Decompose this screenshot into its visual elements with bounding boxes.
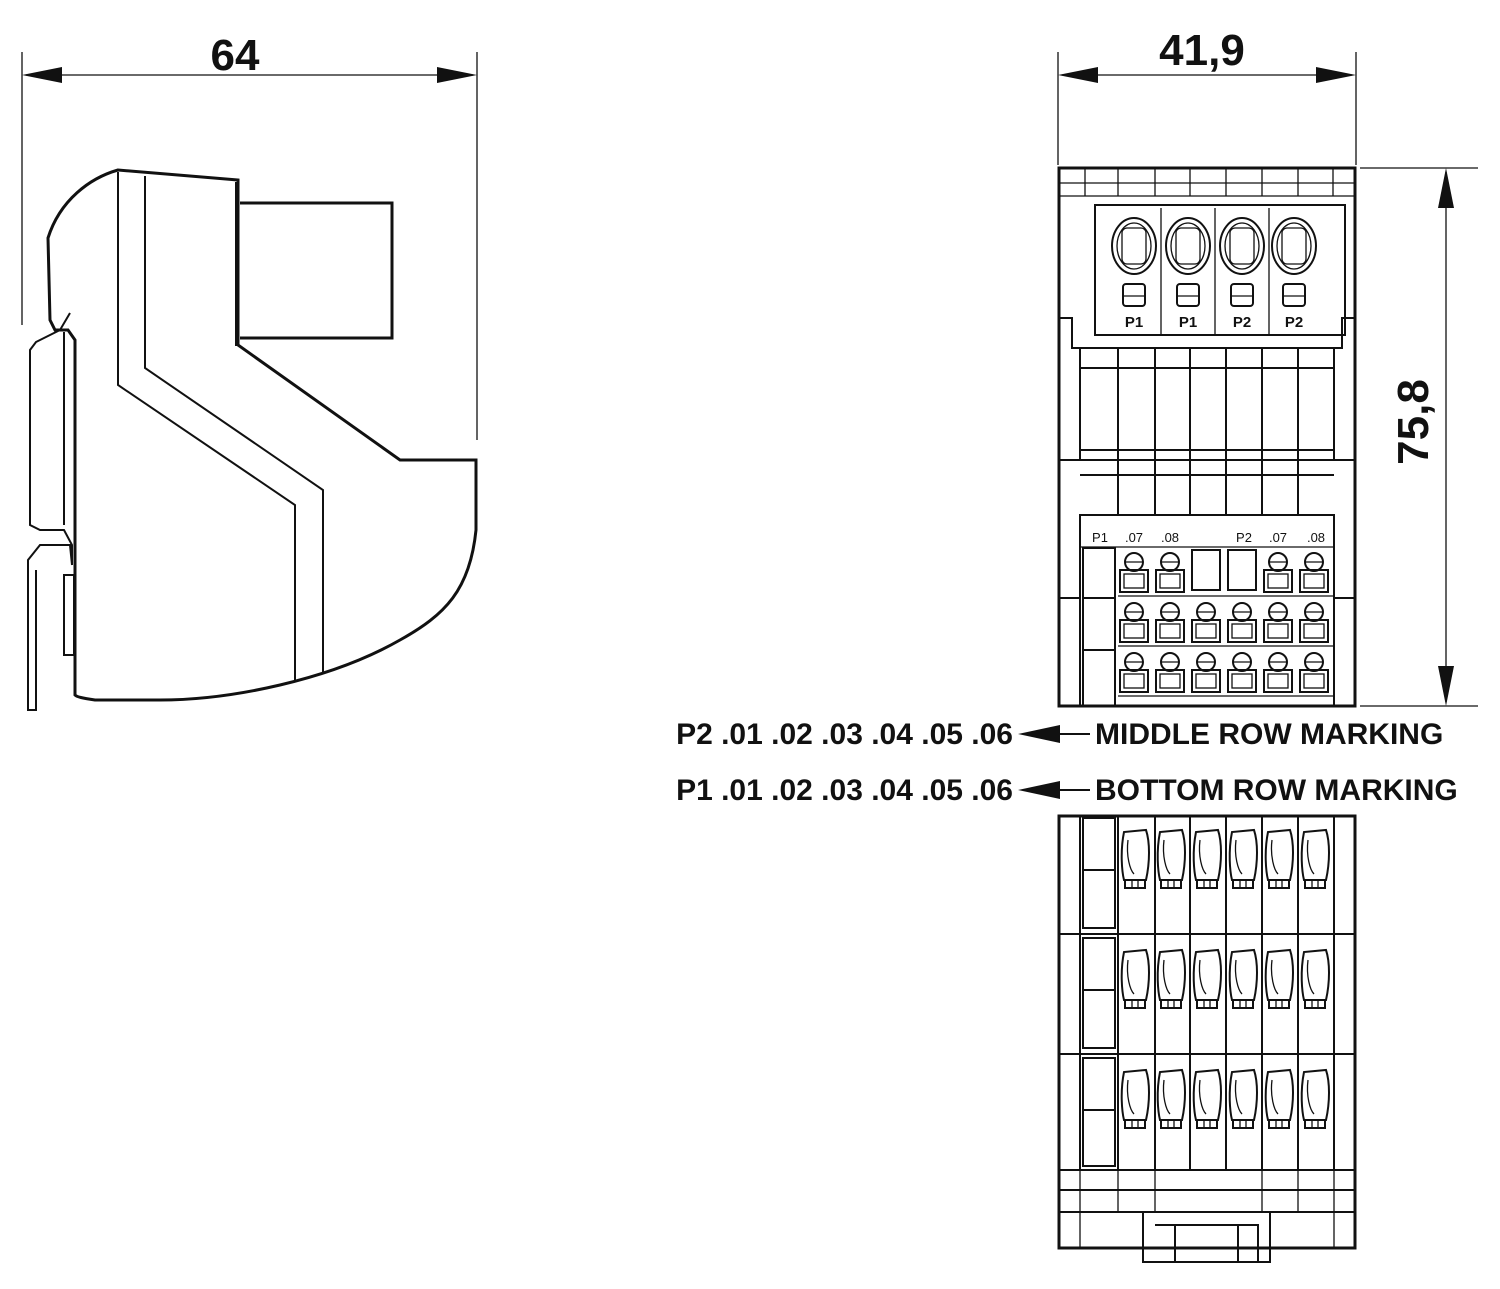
din-rail-clip bbox=[27, 312, 73, 711]
lever[interactable] bbox=[1264, 948, 1294, 1009]
bottom-housing bbox=[1057, 814, 1357, 1250]
lever[interactable] bbox=[1264, 828, 1294, 889]
bottom-columns bbox=[1059, 816, 1355, 1213]
terminal-cell[interactable] bbox=[1119, 652, 1149, 693]
bottom-row-codes: P1 .01 .02 .03 .04 .05 .06 bbox=[676, 774, 1013, 807]
terminal-cell[interactable] bbox=[1155, 602, 1185, 643]
lever[interactable] bbox=[1228, 948, 1258, 1009]
lever[interactable] bbox=[1120, 828, 1150, 889]
rail-foot bbox=[63, 574, 75, 656]
connector-block bbox=[240, 201, 394, 340]
terminal-cell[interactable] bbox=[1263, 552, 1293, 593]
terminal-cell[interactable] bbox=[1227, 652, 1257, 693]
terminal-cell[interactable] bbox=[1263, 652, 1293, 693]
top-row-labels: P1 .07 .08 P2 .07 .08 bbox=[1080, 530, 1334, 548]
height-value: 75,8 bbox=[1389, 379, 1438, 465]
side-strip bbox=[1082, 547, 1116, 707]
terminal-label: .07 bbox=[1269, 530, 1287, 545]
middle-ribs bbox=[1080, 347, 1334, 515]
terminal-cell[interactable] bbox=[1191, 652, 1221, 693]
terminal-label: .08 bbox=[1161, 530, 1179, 545]
button-panel bbox=[1094, 204, 1346, 336]
button-label: P2 bbox=[1285, 314, 1303, 331]
lever[interactable] bbox=[1228, 1068, 1258, 1129]
middle-arrow-icon bbox=[1018, 725, 1060, 743]
row-markings: P2 .01 .02 .03 .04 .05 .06 MIDDLE ROW MA… bbox=[676, 718, 1458, 807]
terminal-cell[interactable] bbox=[1119, 602, 1149, 643]
bottom-view bbox=[1057, 814, 1357, 1263]
bottom-row-label: BOTTOM ROW MARKING bbox=[1095, 774, 1458, 807]
button-label: P2 bbox=[1233, 314, 1251, 331]
terminal-label: .07 bbox=[1125, 530, 1143, 545]
push-button[interactable]: P1 bbox=[1165, 217, 1211, 331]
terminal-label: P2 bbox=[1236, 530, 1252, 545]
right-step bbox=[1333, 317, 1355, 461]
lever[interactable] bbox=[1192, 1068, 1222, 1129]
terminal-blank bbox=[1191, 549, 1221, 591]
terminal-cell[interactable] bbox=[1299, 652, 1329, 693]
front-top-ribs bbox=[1059, 168, 1355, 197]
terminal-cell[interactable] bbox=[1299, 602, 1329, 643]
terminal-cell[interactable] bbox=[1263, 602, 1293, 643]
terminal-cell[interactable] bbox=[1119, 552, 1149, 593]
push-button[interactable]: P2 bbox=[1219, 217, 1265, 331]
lever[interactable] bbox=[1120, 1068, 1150, 1129]
terminal-cell[interactable] bbox=[1191, 602, 1221, 643]
button-group: P1 P1 P2 P2 bbox=[1111, 208, 1317, 335]
width-dimension: 64 bbox=[21, 31, 478, 440]
lever[interactable] bbox=[1228, 828, 1258, 889]
terminal-grid bbox=[1118, 549, 1334, 697]
button-label: P1 bbox=[1179, 314, 1197, 331]
push-button[interactable]: P1 bbox=[1111, 217, 1157, 331]
din-clip-foot bbox=[1142, 1211, 1271, 1263]
terminal-cell[interactable] bbox=[1227, 602, 1257, 643]
height-dimension: 75,8 bbox=[1360, 167, 1478, 707]
front-width-dimension: 41,9 bbox=[1057, 26, 1357, 165]
side-view: 64 bbox=[21, 31, 478, 711]
inner-contour-1 bbox=[117, 172, 296, 680]
middle-row-codes: P2 .01 .02 .03 .04 .05 .06 bbox=[676, 718, 1013, 751]
lever[interactable] bbox=[1192, 828, 1222, 889]
button-label: P1 bbox=[1125, 314, 1143, 331]
bottom-side-strips bbox=[1082, 817, 1116, 1167]
lever[interactable] bbox=[1300, 948, 1330, 1009]
front-width-value: 41,9 bbox=[1159, 26, 1245, 75]
middle-row-label: MIDDLE ROW MARKING bbox=[1095, 718, 1443, 751]
terminal-label: P1 bbox=[1092, 530, 1108, 545]
lever[interactable] bbox=[1156, 1068, 1186, 1129]
lever[interactable] bbox=[1120, 948, 1150, 1009]
lever[interactable] bbox=[1300, 828, 1330, 889]
terminal-area bbox=[1079, 514, 1335, 707]
left-step bbox=[1059, 317, 1081, 461]
housing-outline bbox=[46, 168, 478, 702]
bottom-arrow-icon bbox=[1018, 781, 1060, 799]
bottom-levers bbox=[1120, 828, 1330, 1129]
terminal-label: .08 bbox=[1307, 530, 1325, 545]
bottom-ribs bbox=[1079, 1170, 1335, 1248]
lever[interactable] bbox=[1156, 948, 1186, 1009]
inner-contour-2 bbox=[144, 176, 324, 672]
lever[interactable] bbox=[1156, 828, 1186, 889]
terminal-blank bbox=[1227, 549, 1257, 591]
lever[interactable] bbox=[1264, 1068, 1294, 1129]
terminal-cell[interactable] bbox=[1155, 552, 1185, 593]
width-value: 64 bbox=[211, 31, 260, 80]
lever[interactable] bbox=[1192, 948, 1222, 1009]
terminal-cell[interactable] bbox=[1155, 652, 1185, 693]
push-button[interactable]: P2 bbox=[1271, 217, 1317, 331]
lever[interactable] bbox=[1300, 1068, 1330, 1129]
terminal-cell[interactable] bbox=[1299, 552, 1329, 593]
